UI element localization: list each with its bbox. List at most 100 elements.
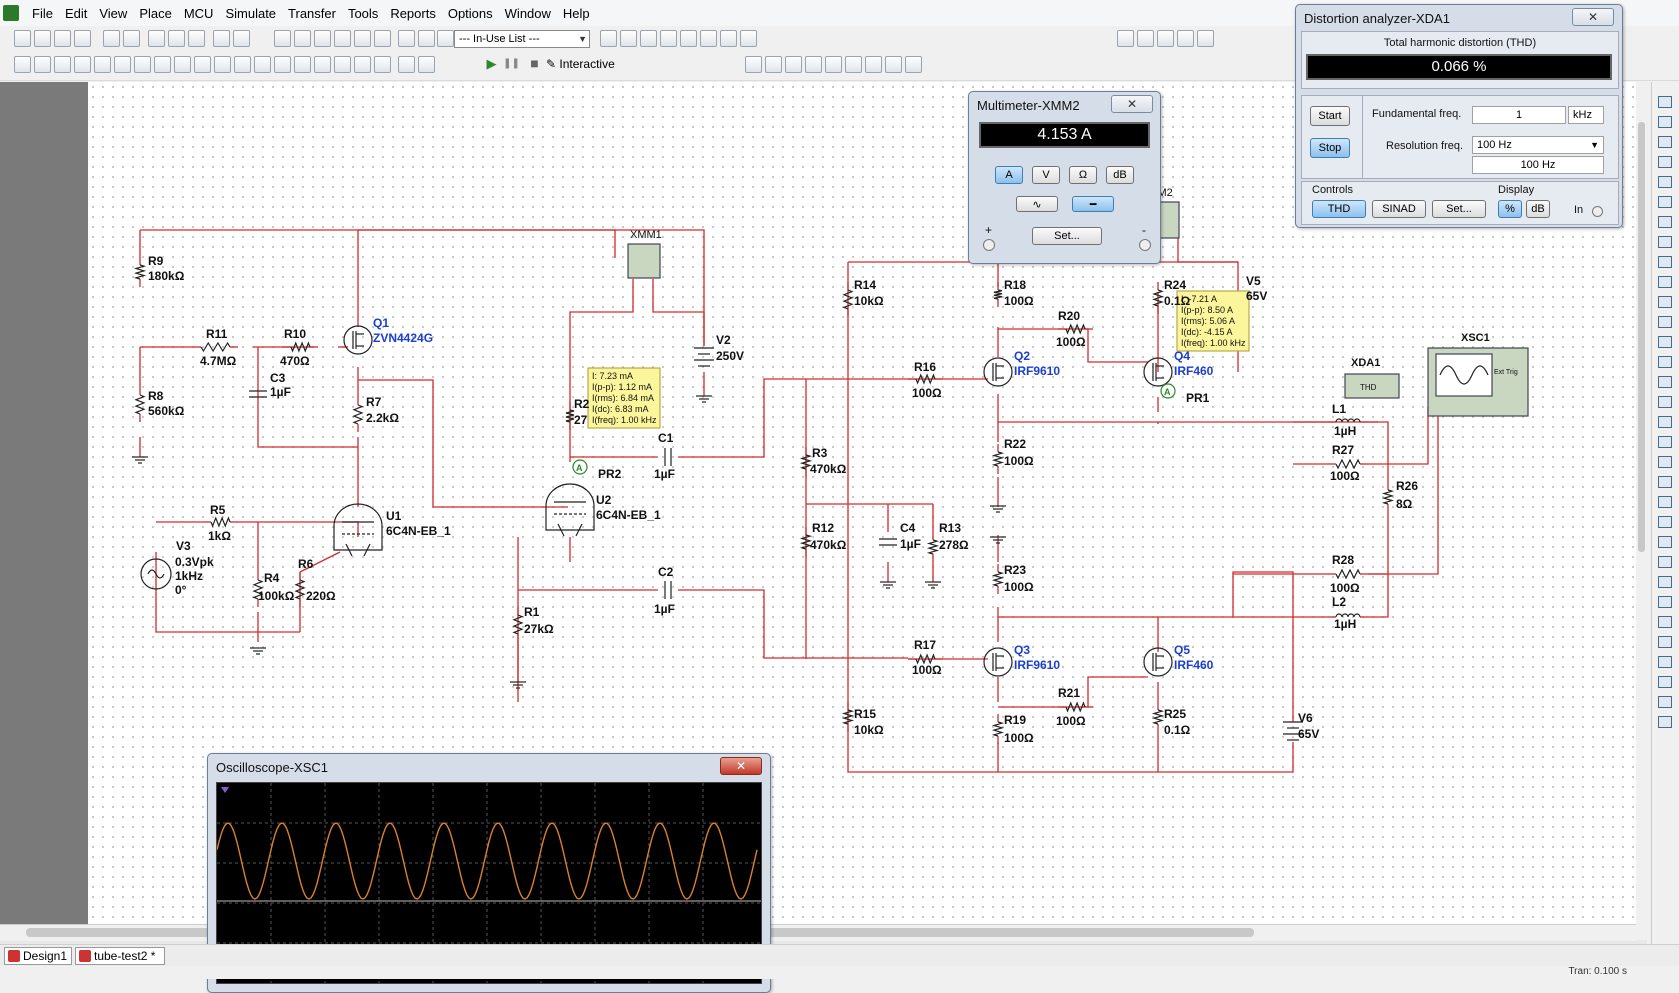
start-button[interactable]: Start [1310, 106, 1350, 126]
instrument-icon[interactable] [1658, 376, 1672, 388]
toolbar-tool-icon[interactable] [114, 56, 131, 73]
multimeter-set-button[interactable]: Set... [1032, 227, 1102, 245]
resistor[interactable] [993, 289, 1003, 300]
probe-icon[interactable] [572, 459, 588, 475]
menu-place[interactable]: Place [139, 5, 172, 21]
toolbar-tool-icon[interactable] [74, 30, 91, 47]
mosfet[interactable] [1143, 357, 1173, 387]
menu-transfer[interactable]: Transfer [288, 5, 336, 21]
vacuum-tube[interactable] [333, 503, 383, 551]
toolbar-tool-icon[interactable] [620, 30, 637, 47]
instrument-icon[interactable] [1658, 336, 1672, 348]
toolbar-tool-icon[interactable] [14, 30, 31, 47]
instrument-icon[interactable] [1658, 536, 1672, 548]
run-icon[interactable]: ▶ [486, 56, 497, 71]
ac-source[interactable] [147, 569, 165, 579]
toolbar-tool-icon[interactable] [885, 56, 902, 73]
distortion-close-button[interactable]: ✕ [1572, 8, 1614, 26]
menu-simulate[interactable]: Simulate [225, 5, 277, 21]
inductor[interactable] [1335, 613, 1361, 618]
resistor[interactable] [991, 451, 1005, 467]
resistor[interactable] [1335, 568, 1361, 580]
instrument-icon[interactable] [1658, 256, 1672, 268]
toolbar-tool-icon[interactable] [314, 56, 331, 73]
toolbar-tool-icon[interactable] [188, 30, 205, 47]
resistor[interactable] [512, 614, 524, 635]
pause-icon[interactable]: ❚❚ [503, 58, 520, 69]
toolbar-tool-icon[interactable] [148, 30, 165, 47]
resistor[interactable] [1152, 289, 1164, 307]
mode-voltmeter-button[interactable]: V [1032, 166, 1060, 184]
resistor[interactable] [915, 373, 936, 385]
instrument-icon[interactable] [1658, 616, 1672, 628]
mosfet[interactable] [1143, 647, 1173, 677]
toolbar-tool-icon[interactable] [1197, 30, 1214, 47]
toolbar-tool-icon[interactable] [213, 30, 230, 47]
instrument-icon[interactable] [1658, 416, 1672, 428]
resistor[interactable] [200, 341, 231, 353]
resistor[interactable] [133, 264, 147, 280]
instrument-icon[interactable] [1658, 196, 1672, 208]
toolbar-tool-icon[interactable] [254, 56, 271, 73]
toolbar-tool-icon[interactable] [274, 56, 291, 73]
toolbar-tool-icon[interactable] [334, 30, 351, 47]
toolbar-tool-icon[interactable] [437, 30, 454, 47]
toolbar-tool-icon[interactable] [398, 56, 415, 73]
toolbar-tool-icon[interactable] [600, 30, 617, 47]
toolbar-tool-icon[interactable] [314, 30, 331, 47]
resistor[interactable] [352, 404, 364, 425]
toolbar-tool-icon[interactable] [34, 56, 51, 73]
vertical-scrollbar[interactable] [1636, 82, 1647, 940]
stop-icon[interactable]: ■ [530, 55, 539, 71]
distortion-analyzer-window[interactable]: Distortion analyzer-XDA1 ✕ Total harmoni… [1295, 4, 1623, 228]
distortion-db-button[interactable]: dB [1526, 200, 1550, 218]
toolbar-tool-icon[interactable] [294, 56, 311, 73]
mode-db-button[interactable]: dB [1106, 166, 1134, 184]
vacuum-tube[interactable] [557, 523, 583, 537]
instrument-icon[interactable] [1658, 696, 1672, 708]
input-terminal[interactable] [1592, 206, 1603, 217]
resistor[interactable] [290, 341, 311, 353]
toolbar-tool-icon[interactable] [54, 56, 71, 73]
resistor[interactable] [1151, 709, 1165, 725]
menu-tools[interactable]: Tools [347, 5, 379, 21]
toolbar-tool-icon[interactable] [174, 56, 191, 73]
mode-ohmmeter-button[interactable]: Ω [1069, 166, 1097, 184]
instrument-icon[interactable] [1658, 316, 1672, 328]
negative-terminal[interactable] [1139, 239, 1151, 251]
resistor[interactable] [134, 394, 146, 415]
vacuum-tube[interactable] [345, 543, 371, 557]
menu-file[interactable]: File [32, 5, 53, 21]
resistor[interactable] [1065, 701, 1086, 713]
sinad-button[interactable]: SINAD [1372, 200, 1426, 218]
app-icon[interactable] [3, 5, 19, 21]
dc-button[interactable]: ━ [1072, 196, 1114, 212]
instrument-icon[interactable] [1658, 636, 1672, 648]
instrument-icon[interactable] [1658, 436, 1672, 448]
toolbar-tool-icon[interactable] [334, 56, 351, 73]
resolution-freq-select[interactable]: 100 Hz ▼ [1472, 136, 1604, 154]
toolbar-tool-icon[interactable] [74, 56, 91, 73]
instrument-icon[interactable] [1658, 156, 1672, 168]
resistor[interactable] [991, 571, 1005, 587]
instrument-icon[interactable] [1658, 476, 1672, 488]
toolbar-tool-icon[interactable] [740, 30, 757, 47]
toolbar-tool-icon[interactable] [865, 56, 882, 73]
distortion-set-button[interactable]: Set... [1432, 200, 1486, 218]
toolbar-tool-icon[interactable] [765, 56, 782, 73]
schematic-canvas[interactable]: XMM1XMM2XDA1THDXSC1Ext TrigR9180kΩR8560k… [88, 82, 1636, 924]
instrument-icon[interactable] [1658, 136, 1672, 148]
toolbar-tool-icon[interactable] [398, 30, 415, 47]
toolbar-tool-icon[interactable] [274, 30, 291, 47]
ac-button[interactable]: ∿ [1016, 196, 1058, 212]
toolbar-tool-icon[interactable] [845, 56, 862, 73]
instrument-icon[interactable] [1658, 96, 1672, 108]
multimeter-xmm1-icon[interactable] [627, 243, 661, 279]
thd-button[interactable]: THD [1312, 200, 1366, 218]
distortion-analyzer-icon[interactable] [1344, 373, 1400, 399]
resistor[interactable] [841, 709, 855, 725]
vacuum-tube[interactable] [545, 483, 595, 531]
toolbar-tool-icon[interactable] [418, 56, 435, 73]
toolbar-tool-icon[interactable] [720, 30, 737, 47]
toolbar-tool-icon[interactable] [14, 56, 31, 73]
